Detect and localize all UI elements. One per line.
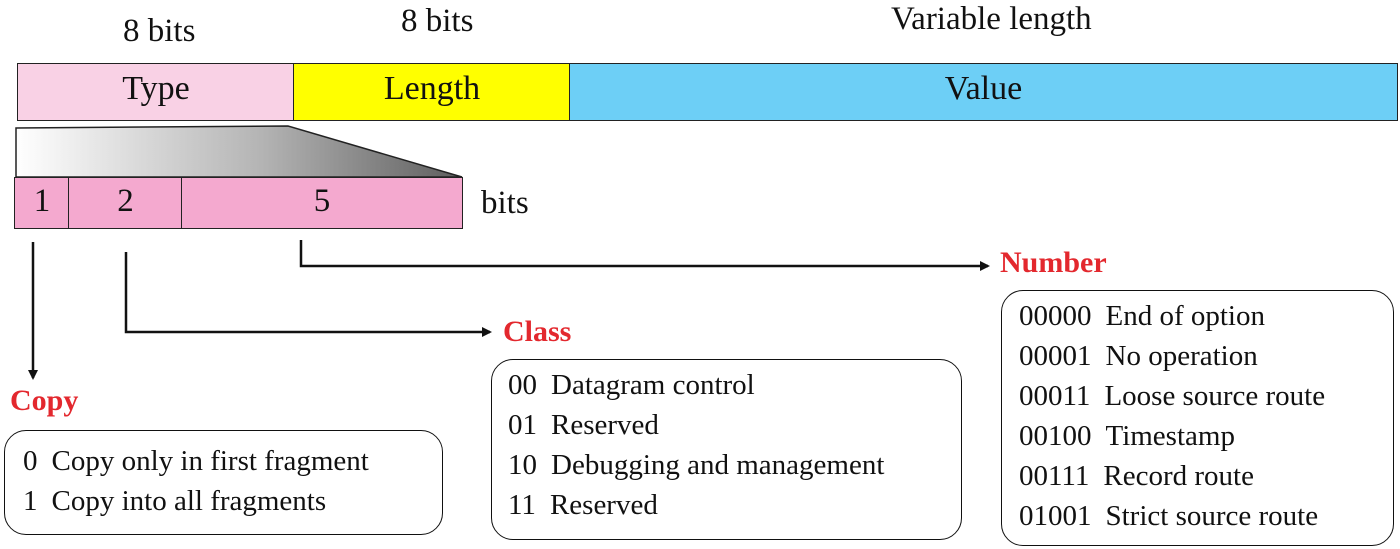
class-item: 10 Debugging and management xyxy=(508,445,961,485)
copy-heading: Copy xyxy=(10,384,79,417)
number-item-code: 00011 xyxy=(1019,380,1091,412)
class-item-code: 01 xyxy=(508,409,537,441)
type-size-label: 8 bits xyxy=(123,13,196,49)
class-item-desc: Reserved xyxy=(551,409,659,441)
number-item: 00001 No operation xyxy=(1019,336,1393,376)
type-field: Type xyxy=(17,63,295,121)
class-heading: Class xyxy=(503,315,572,348)
number-item-desc: No operation xyxy=(1105,340,1258,372)
number-subfield: 5 xyxy=(181,177,463,229)
length-field-label: Length xyxy=(383,70,481,107)
class-item-code: 00 xyxy=(508,369,537,401)
number-item-code: 00001 xyxy=(1019,340,1092,372)
type-zoom-wedge xyxy=(15,125,463,178)
class-item: 00 Datagram control xyxy=(508,365,961,405)
copy-item-desc: Copy into all fragments xyxy=(51,485,327,517)
class-item-code: 11 xyxy=(508,489,536,521)
number-arrow xyxy=(299,240,990,271)
number-item: 00011 Loose source route xyxy=(1019,376,1393,416)
number-item: 00000 End of option xyxy=(1019,296,1393,336)
number-item: 00100 Timestamp xyxy=(1019,416,1393,456)
class-item-code: 10 xyxy=(508,449,537,481)
class-arrow xyxy=(124,252,492,337)
number-heading: Number xyxy=(1000,246,1107,279)
copy-item-code: 1 xyxy=(23,485,38,517)
copy-values-box: 0 Copy only in first fragment 1 Copy into … xyxy=(4,430,443,535)
number-item-desc: Strict source route xyxy=(1105,500,1319,532)
class-item: 01 Reserved xyxy=(508,405,961,445)
number-item: 00111 Record route xyxy=(1019,456,1393,496)
class-item: 11 Reserved xyxy=(508,485,961,525)
number-item-desc: End of option xyxy=(1105,300,1266,332)
number-item-desc: Record route xyxy=(1103,460,1254,492)
value-field: Value xyxy=(569,63,1398,121)
value-size-label: Variable length xyxy=(891,1,1092,37)
subfield-unit-label: bits xyxy=(481,185,529,221)
number-item: 01001 Strict source route xyxy=(1019,496,1393,536)
number-item-code: 00100 xyxy=(1019,420,1092,452)
copy-subfield-width: 1 xyxy=(33,182,51,219)
copy-item: 0 Copy only in first fragment xyxy=(23,441,442,481)
class-item-desc: Reserved xyxy=(549,489,658,521)
length-field: Length xyxy=(293,63,571,121)
class-item-desc: Datagram control xyxy=(551,369,755,401)
class-subfield: 2 xyxy=(68,177,183,229)
copy-item-code: 0 xyxy=(23,445,38,477)
number-item-code: 00111 xyxy=(1019,460,1090,492)
copy-item-desc: Copy only in first fragment xyxy=(51,445,369,477)
copy-item: 1 Copy into all fragments xyxy=(23,481,442,521)
number-item-desc: Loose source route xyxy=(1104,380,1326,412)
class-item-desc: Debugging and management xyxy=(551,449,885,481)
number-item-desc: Timestamp xyxy=(1105,420,1235,452)
length-size-label: 8 bits xyxy=(401,3,474,39)
type-field-label: Type xyxy=(122,70,190,107)
number-item-code: 00000 xyxy=(1019,300,1092,332)
value-field-label: Value xyxy=(944,70,1023,107)
number-subfield-width: 5 xyxy=(313,182,331,219)
number-item-code: 01001 xyxy=(1019,500,1092,532)
number-values-box: 00000 End of option 00001 No operation 000… xyxy=(1001,290,1394,546)
copy-subfield: 1 xyxy=(14,177,70,229)
class-subfield-width: 2 xyxy=(117,182,134,219)
